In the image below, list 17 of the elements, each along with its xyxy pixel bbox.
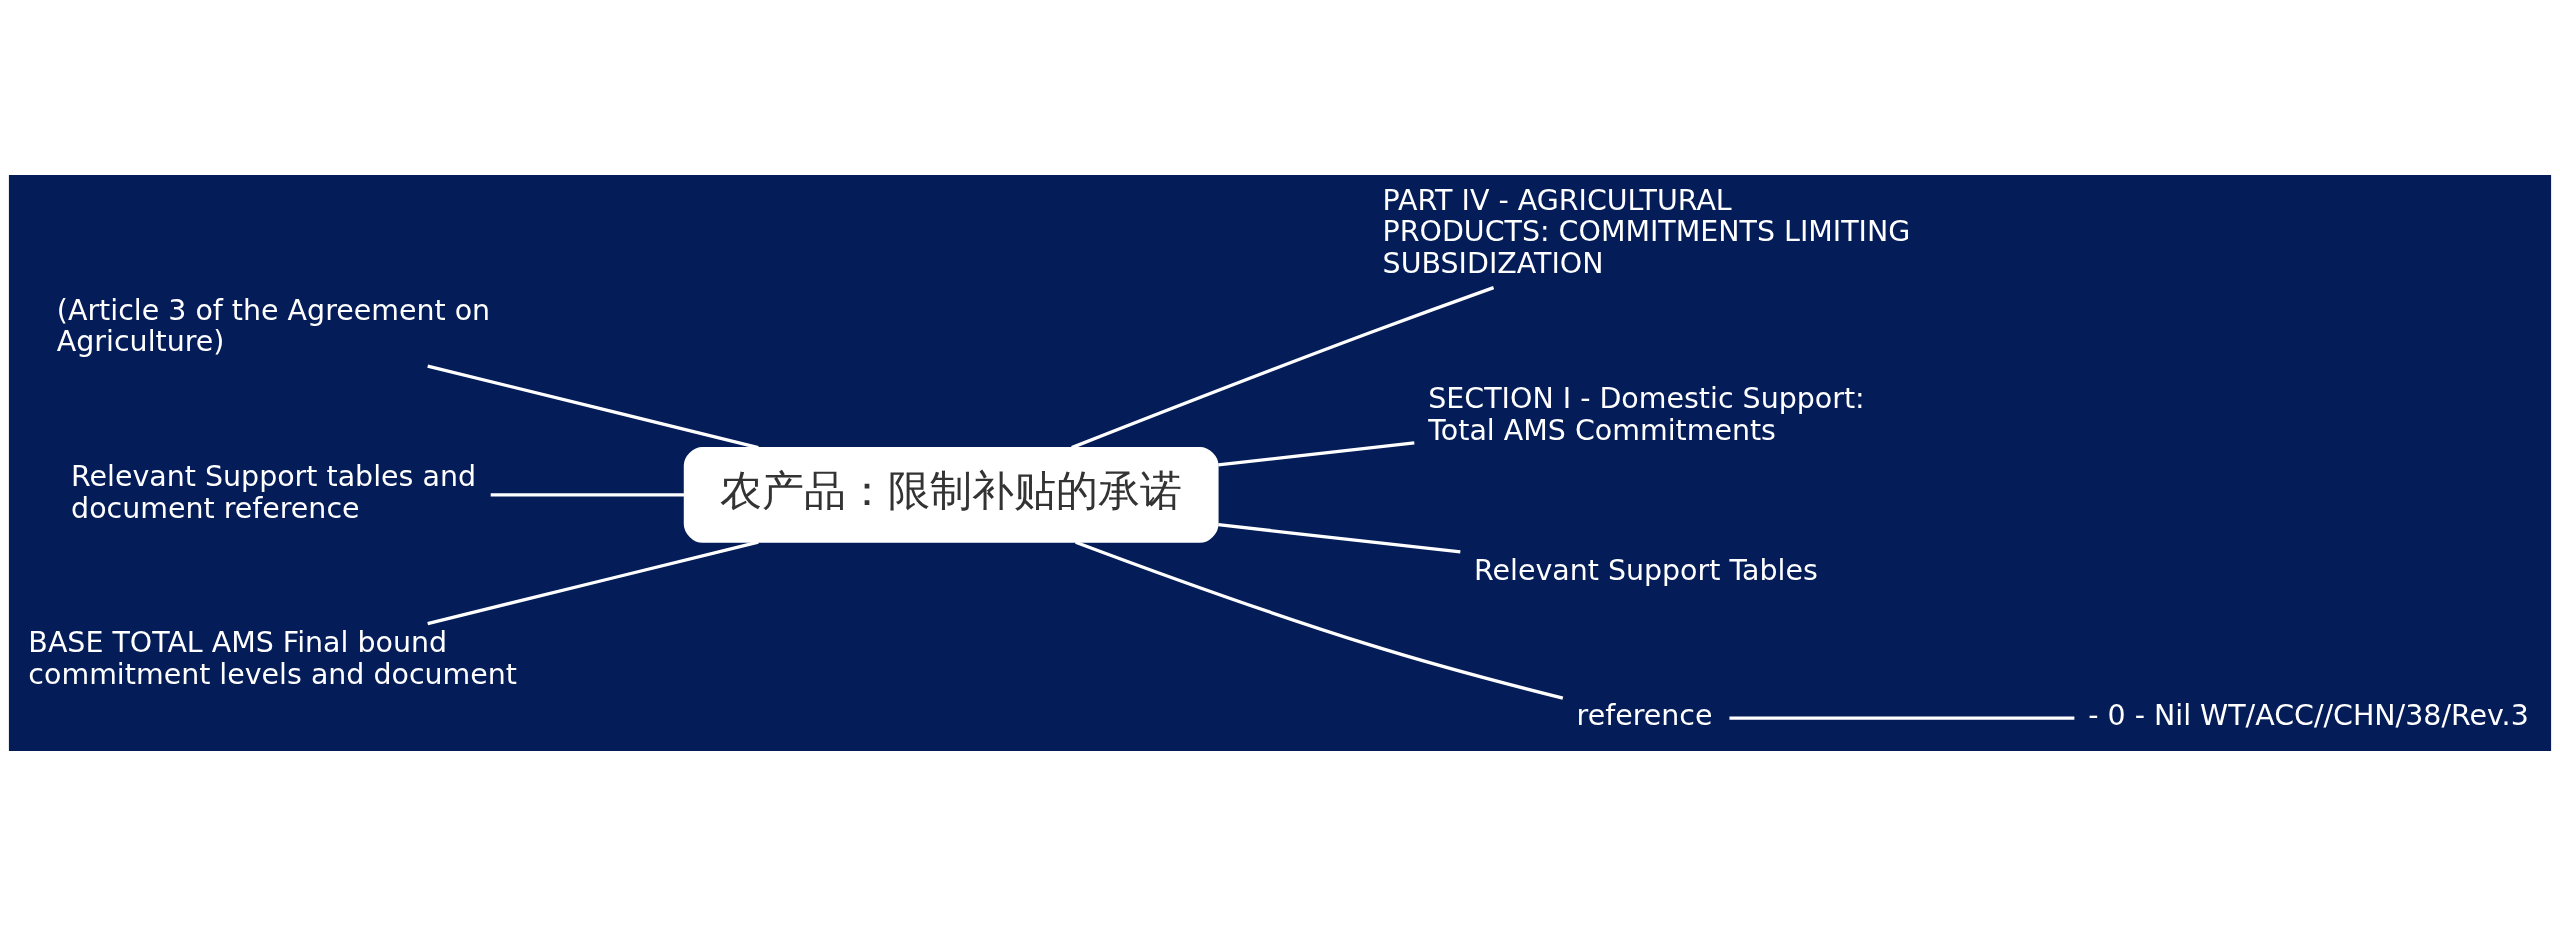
- connector: [1218, 440, 1415, 467]
- node-text: - 0 - Nil WT/ACC//CHN/38/Rev.3: [2088, 698, 2529, 732]
- node-box: 农产品：限制补贴的承诺: [683, 446, 1219, 543]
- connector: [1071, 285, 1495, 449]
- node-text: Relevant Support Tables: [1474, 553, 1818, 587]
- connector: [427, 363, 759, 449]
- connector: [490, 492, 684, 496]
- connector: [1218, 522, 1461, 554]
- node-text: PART IV - AGRICULTURAL PRODUCTS: COMMITMENTS LIMITING SUBSIDIZATION: [1382, 183, 1911, 280]
- node-text: reference: [1576, 698, 1713, 732]
- node-text: Relevant Support tables and document reference: [71, 459, 476, 525]
- node-text: SECTION I - Domestic Support: Total AMS Commitments: [1428, 381, 1865, 447]
- node-text: BASE TOTAL AMS Final bound commitment levels and document: [28, 625, 518, 691]
- node-text: (Article 3 of the Agreement on Agriculture): [56, 293, 491, 358]
- connector: [1729, 715, 2075, 720]
- connector: [427, 539, 759, 625]
- connector: [1075, 540, 1564, 700]
